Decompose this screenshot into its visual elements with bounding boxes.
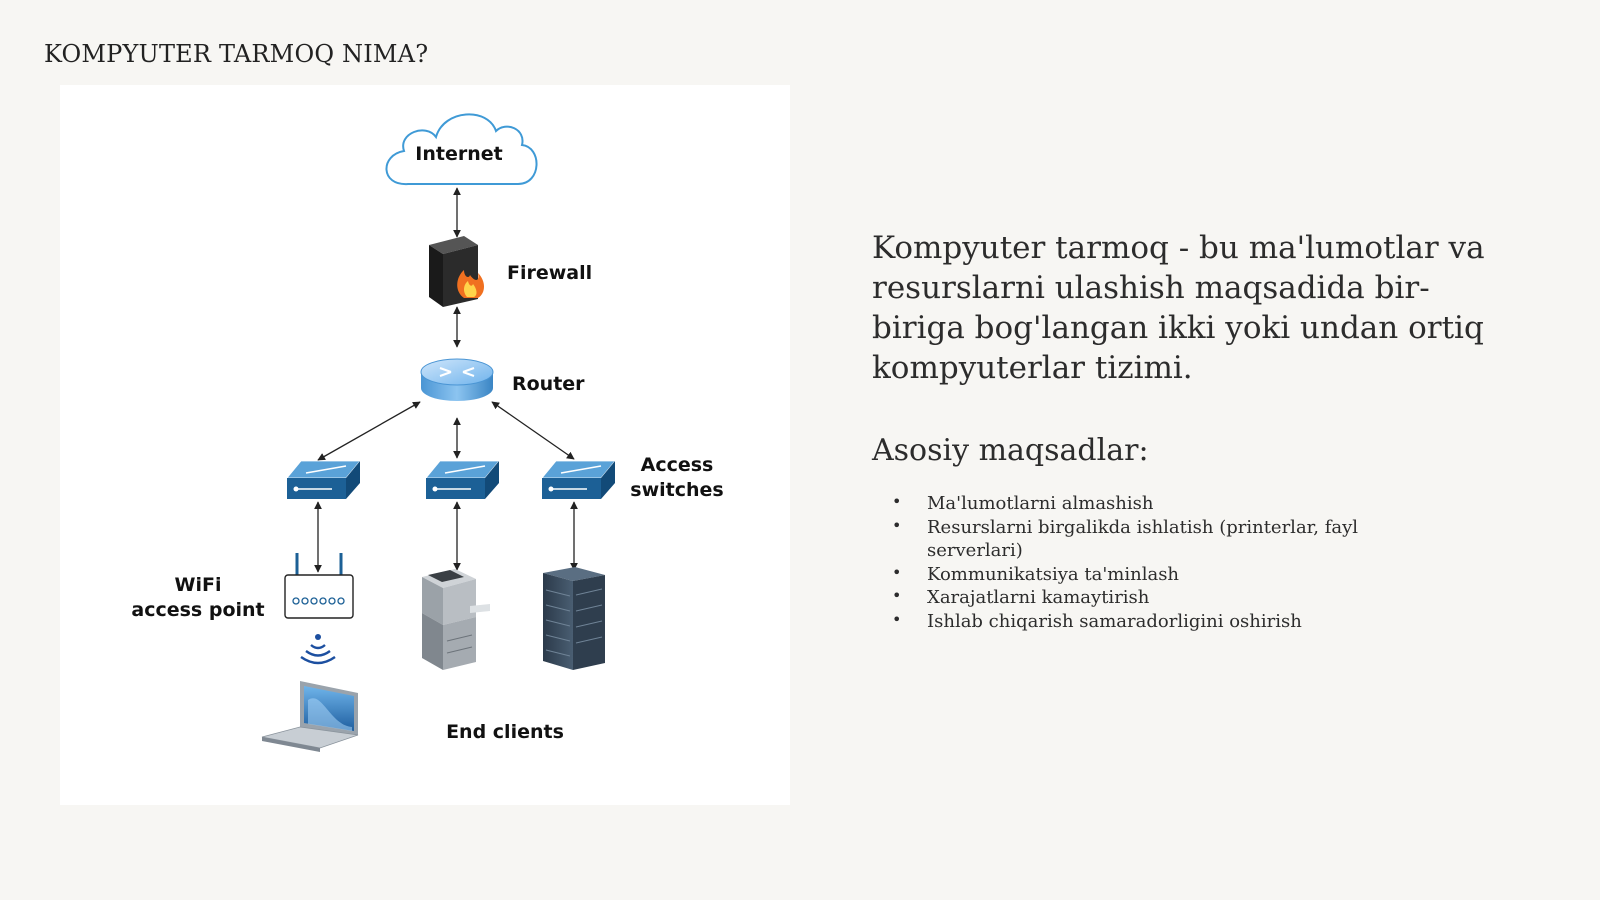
list-item: Xarajatlarni kamaytirish [892, 584, 1372, 610]
list-item: Ma'lumotlarni almashish [892, 490, 1372, 516]
wifi-label-line1: WiFi [175, 574, 222, 596]
link-router-switch-left [317, 401, 421, 461]
switch-icon [541, 460, 616, 499]
network-definition: Kompyuter tarmoq - bu ma'lumotlar va res… [872, 230, 1485, 386]
printer-icon [422, 569, 490, 670]
link-router-switch-right [491, 401, 575, 460]
firewall-icon [429, 236, 484, 307]
goals-heading: Asosiy maqsadlar: [872, 433, 1149, 468]
server-rack-icon [543, 567, 605, 670]
wifi-signal-icon [300, 634, 336, 665]
connection-lines [314, 187, 578, 573]
internet-label: Internet [415, 143, 502, 165]
laptop-icon [261, 681, 359, 752]
cloud-icon [385, 113, 538, 186]
goals-list: Ma'lumotlarni almashish Resurslarni birg… [892, 490, 1372, 634]
access-switches-label-line1: Access [641, 454, 714, 476]
router-label: Router [512, 373, 585, 395]
router-icon [420, 358, 494, 401]
list-item: Resurslarni birgalikda ishlatish (printe… [892, 514, 1372, 563]
network-diagram: Internet Firewall Router [60, 85, 790, 805]
switch-icon [425, 460, 500, 499]
access-switches-label-line2: switches [630, 479, 723, 501]
wifi-access-point-icon [284, 553, 354, 619]
end-clients-label: End clients [446, 721, 564, 743]
firewall-label: Firewall [507, 262, 592, 284]
list-item: Kommunikatsiya ta'minlash [892, 561, 1372, 587]
wifi-label-line2: access point [131, 599, 264, 621]
list-item: Ishlab chiqarish samaradorligini oshiris… [892, 608, 1372, 634]
switch-icon [286, 460, 361, 499]
slide-title: KOMPYUTER TARMOQ NIMA? [44, 40, 429, 68]
